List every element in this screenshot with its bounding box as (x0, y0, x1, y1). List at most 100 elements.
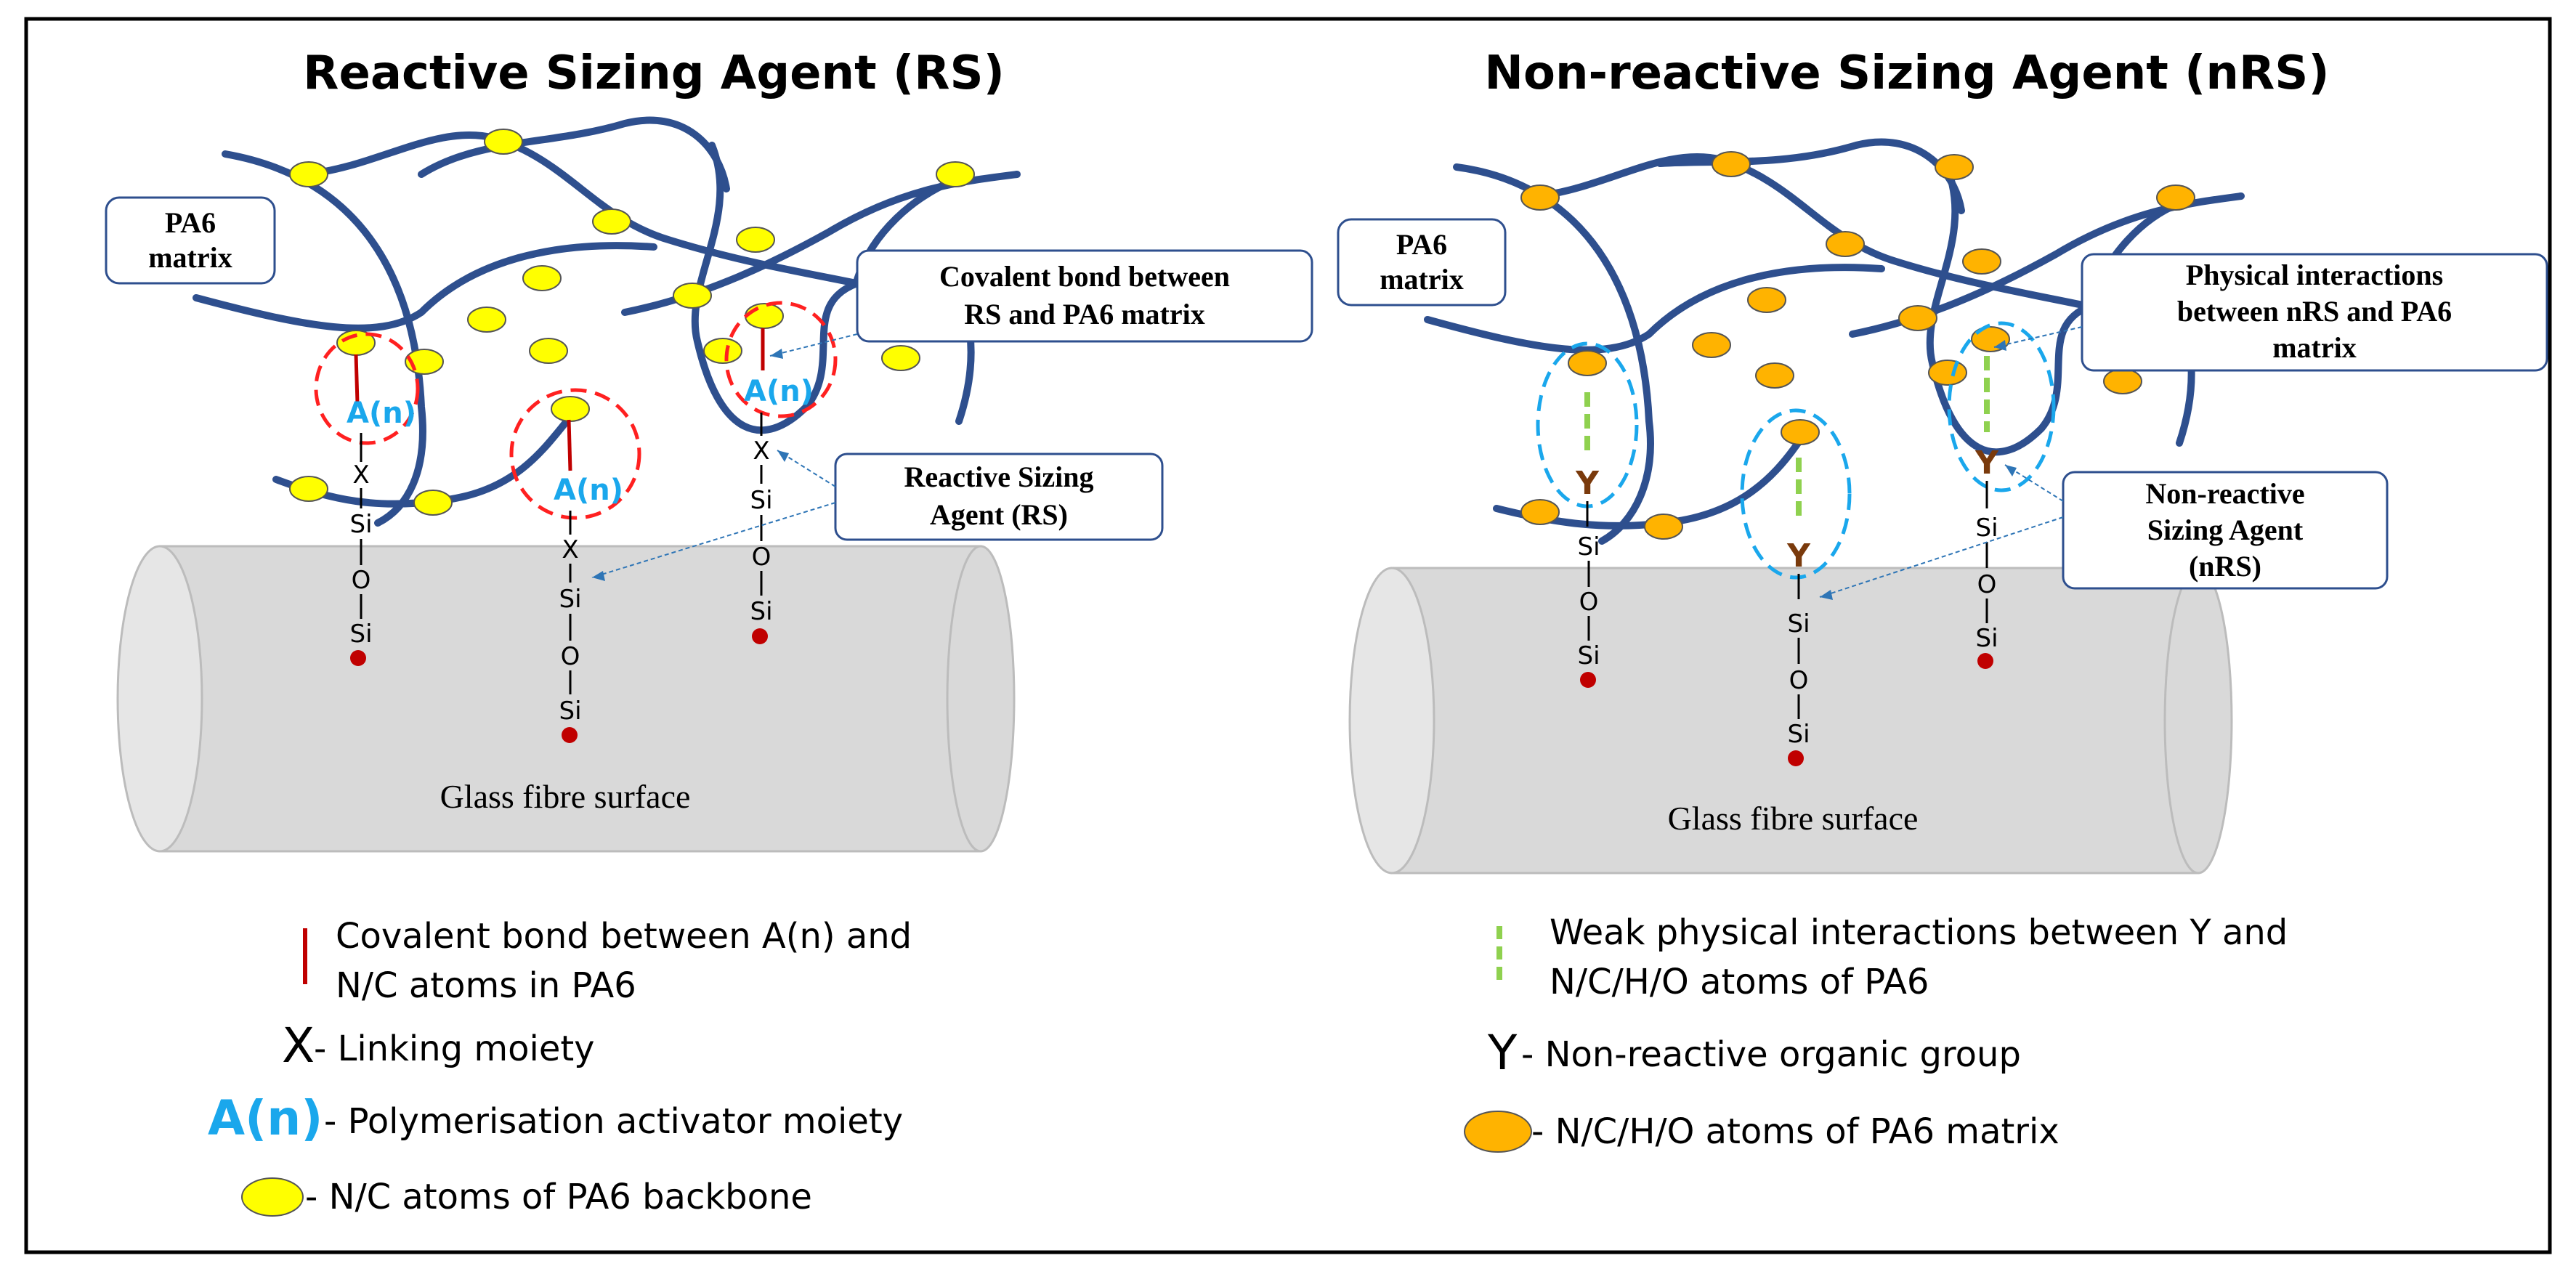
svg-text:Physical interactions: Physical interactions (2186, 259, 2443, 291)
svg-text:N/C/H/O atoms of PA6: N/C/H/O atoms of PA6 (1550, 962, 1929, 1002)
svg-text:(nRS): (nRS) (2189, 550, 2261, 583)
nrs-atom (1520, 184, 1560, 211)
nrs-legend-atom-text: - N/C/H/O atoms of PA6 matrix (1531, 1111, 2059, 1152)
svg-text:Agent (RS): Agent (RS) (930, 498, 1068, 531)
nrs-anchor-dot (1788, 750, 1804, 766)
rs-atom (703, 338, 742, 364)
rs-title: Reactive Sizing Agent (RS) (303, 46, 1005, 100)
rs-si-label: Si (750, 486, 772, 515)
rs-atom (745, 303, 784, 329)
svg-text:Reactive Sizing: Reactive Sizing (904, 461, 1093, 493)
nrs-atom (1935, 154, 1974, 180)
rs-covalent-bond (567, 419, 572, 471)
rs-si-label: Si (349, 620, 372, 649)
nrs-atom (1568, 350, 1607, 376)
rs-atom (881, 345, 920, 371)
svg-text:Sizing Agent: Sizing Agent (2147, 514, 2304, 546)
nrs-atom (2156, 184, 2195, 211)
nrs-atom (1928, 360, 1967, 386)
rs-atom (673, 283, 712, 309)
rs-covalent-bond (354, 354, 360, 404)
rs-legend-atom-text: - N/C atoms of PA6 backbone (305, 1177, 812, 1217)
rs-pa6-atoms (289, 129, 975, 516)
rs-linker-label: X (753, 437, 769, 466)
nrs-sizing-molecule-2: Y Si O Si (1740, 408, 1852, 766)
rs-legend: Covalent bond between A(n) and N/C atoms… (208, 916, 912, 1217)
rs-reaction-ring (724, 301, 838, 418)
nrs-atom (1747, 287, 1786, 313)
nrs-atom (1755, 362, 1794, 389)
rs-atom (522, 265, 562, 291)
nrs-sizing-molecule-3: Y Si O Si (1947, 321, 2056, 669)
rs-legend-x-text: - Linking moiety (314, 1029, 595, 1069)
rs-sizing-molecule-1: A(n) X Si O Si (314, 332, 420, 666)
rs-legend-x-symbol: X (282, 1018, 315, 1074)
rs-legend-atom-swatch (241, 1177, 304, 1217)
nrs-group-label: Y (1974, 445, 1999, 482)
svg-text:between nRS and PA6: between nRS and PA6 (2177, 295, 2452, 328)
rs-atom (413, 490, 453, 516)
nrs-si-label: Si (1577, 641, 1600, 670)
nrs-si-label: Si (1975, 514, 1998, 543)
nrs-atom (1826, 231, 1865, 257)
nrs-atom (1898, 305, 1937, 331)
rs-anchor-dot (350, 650, 366, 666)
nrs-atom (1692, 332, 1731, 358)
nrs-atom (1781, 419, 1820, 445)
svg-text:N/C atoms in PA6: N/C atoms in PA6 (336, 965, 636, 1006)
rs-atom (484, 129, 523, 155)
rs-reaction-ring (509, 388, 641, 520)
nrs-group-label: Y (1786, 537, 1811, 575)
nrs-atom (1712, 151, 1751, 177)
nrs-si-label: Si (1577, 532, 1600, 561)
rs-si-label: Si (750, 597, 772, 626)
nrs-legend: Weak physical interactions between Y and… (1464, 912, 2288, 1153)
nrs-legend-y-symbol: Y (1487, 1025, 1518, 1081)
rs-atom (551, 396, 590, 422)
rs-si-label: Si (559, 697, 581, 726)
svg-text:matrix: matrix (1380, 263, 1464, 296)
rs-o-label: O (752, 543, 771, 572)
rs-covalent-callout: Covalent bond between RS and PA6 matrix (769, 249, 1313, 359)
rs-legend-bond-text: Covalent bond between A(n) and (336, 916, 912, 957)
nrs-agent-callout: Non-reactive Sizing Agent (nRS) (1819, 464, 2389, 600)
nrs-group-label: Y (1575, 465, 1600, 502)
svg-text:RS and PA6 matrix: RS and PA6 matrix (964, 298, 1204, 330)
rs-activator-label: A(n) (347, 397, 416, 430)
rs-linker-label: X (562, 535, 578, 564)
rs-activator-label: A(n) (554, 474, 623, 507)
nrs-anchor-dot (1580, 672, 1596, 688)
rs-atom (289, 161, 328, 187)
nrs-si-label: Si (1787, 609, 1810, 638)
nrs-legend-atom-swatch (1464, 1111, 1532, 1153)
nrs-si-label: Si (1787, 720, 1810, 749)
nrs-interaction-ring (1740, 408, 1852, 580)
rs-si-label: Si (349, 510, 372, 539)
rs-activator-label: A(n) (744, 375, 814, 408)
nrs-atom (1962, 248, 2001, 275)
rs-anchor-dot (752, 628, 768, 644)
rs-o-label: O (561, 642, 580, 671)
nrs-glass-fibre: Glass fibre surface (1348, 567, 2233, 875)
rs-linker-label: X (352, 461, 369, 490)
nrs-atom (2103, 368, 2142, 394)
nrs-atom (1644, 514, 1683, 540)
rs-legend-a-text: - Polymerisation activator moiety (324, 1101, 903, 1142)
nrs-interaction-ring (1947, 321, 2056, 492)
svg-text:PA6: PA6 (1396, 228, 1447, 261)
rs-sizing-molecule-3: A(n) X Si O Si (724, 301, 838, 644)
rs-anchor-dot (562, 727, 578, 743)
nrs-legend-weak-text: Weak physical interactions between Y and (1550, 912, 2288, 953)
nrs-title: Non-reactive Sizing Agent (nRS) (1484, 46, 2329, 100)
rs-reaction-ring (314, 332, 420, 445)
rs-atom (592, 208, 631, 235)
svg-text:Covalent bond between: Covalent bond between (939, 260, 1230, 293)
nrs-si-label: Si (1975, 624, 1998, 653)
rs-sizing-molecule-2: A(n) X Si O Si (509, 388, 641, 743)
rs-panel: Reactive Sizing Agent (RS) Glass fibre s… (105, 46, 1313, 1217)
nrs-o-label: O (1977, 570, 1997, 599)
rs-legend-a-symbol: A(n) (208, 1090, 323, 1146)
rs-glass-fibre: Glass fibre surface (116, 545, 1016, 853)
svg-text:matrix: matrix (2272, 331, 2357, 364)
